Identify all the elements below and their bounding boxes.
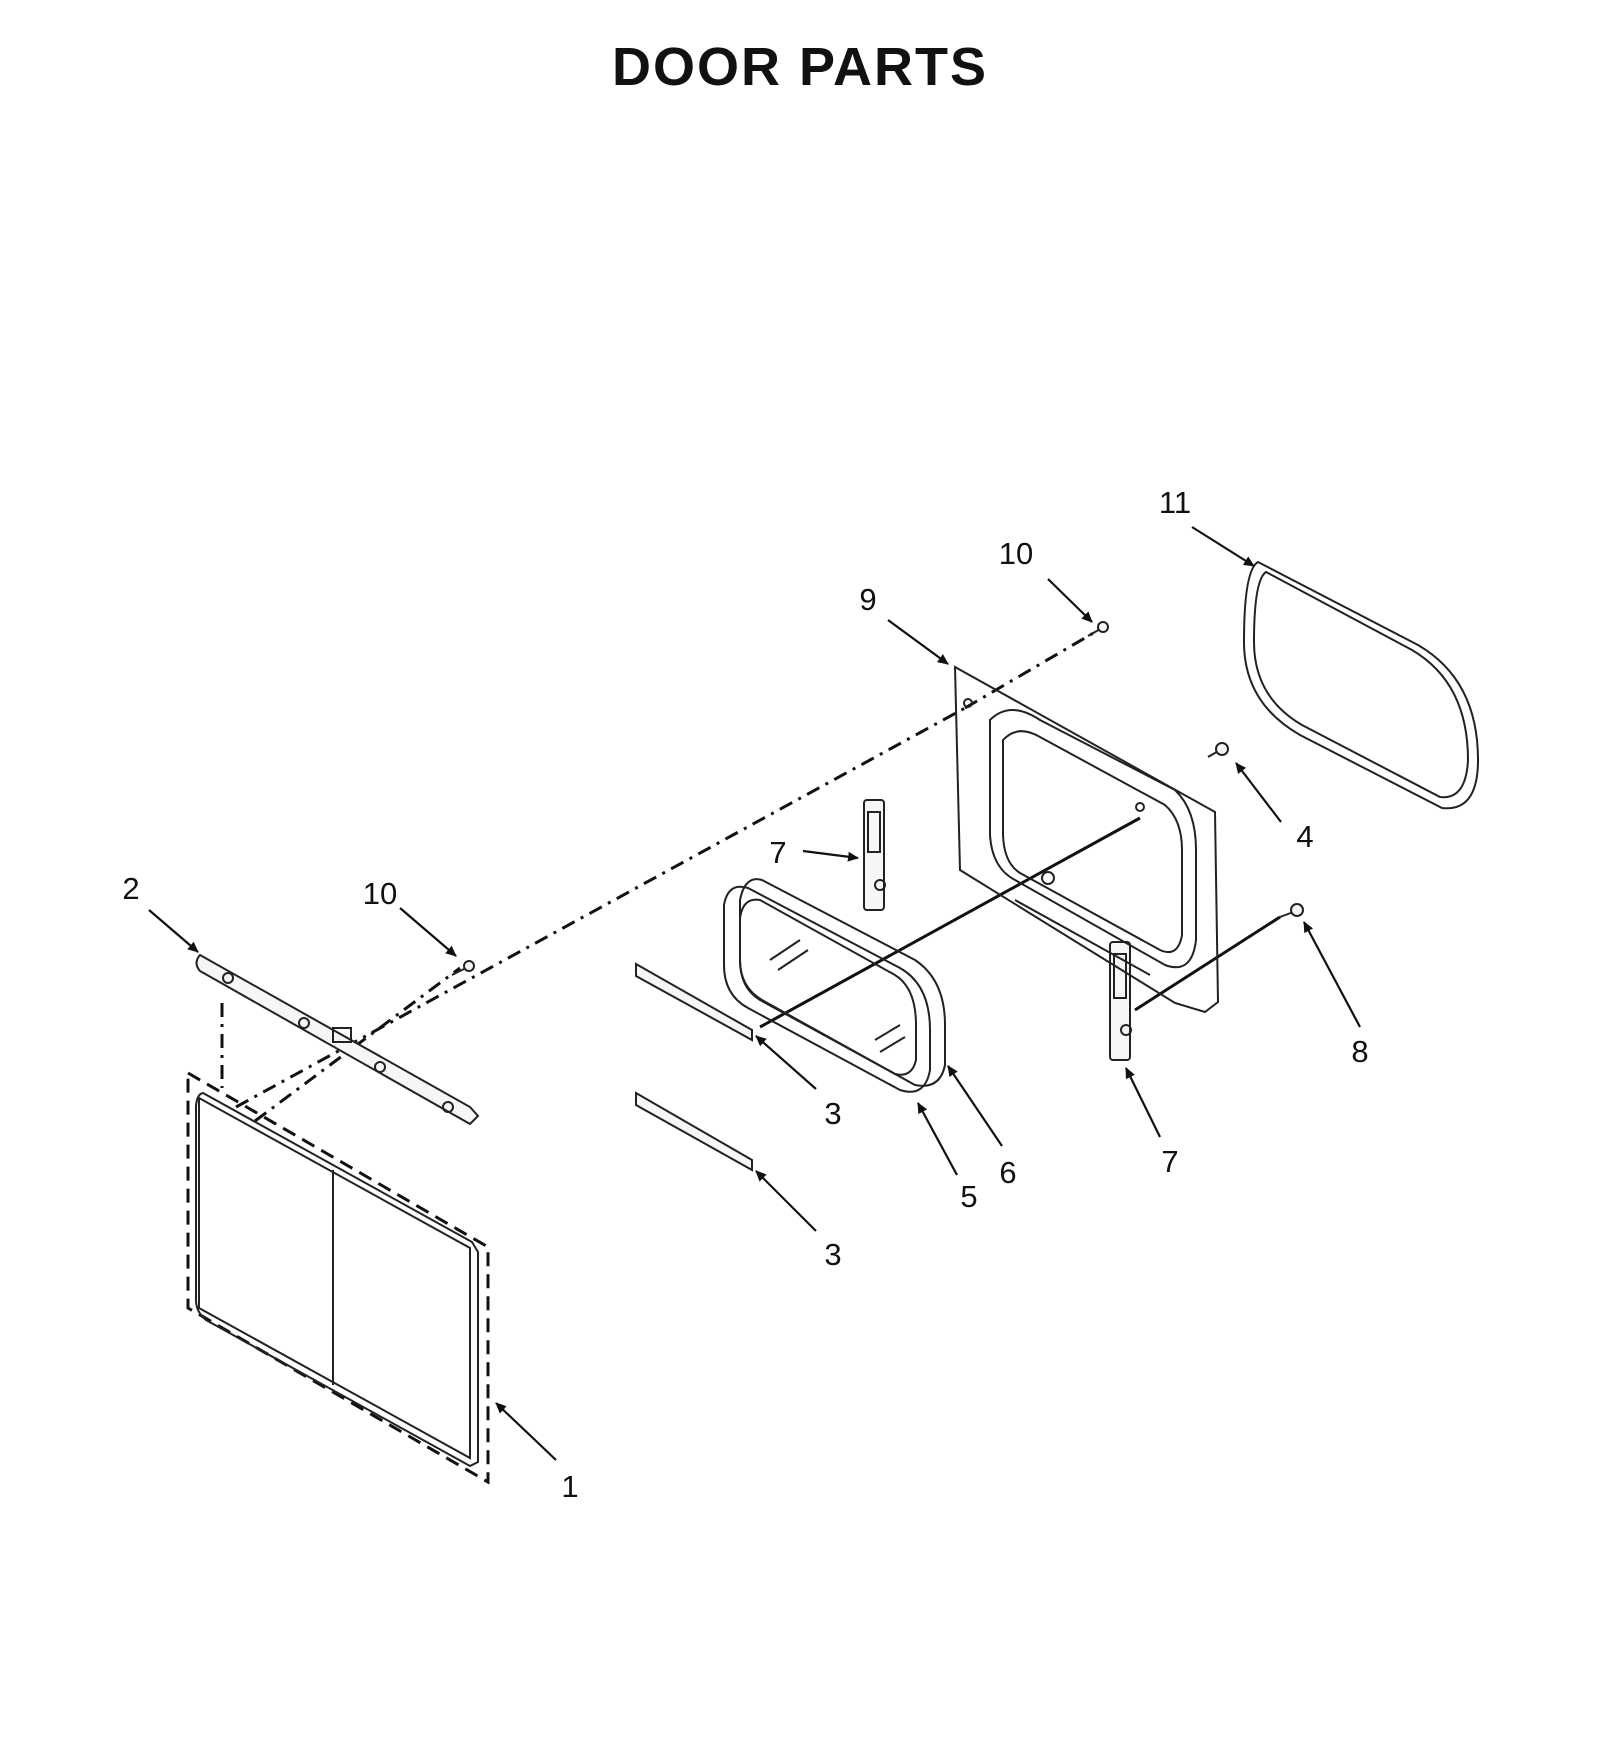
page-title: DOOR PARTS — [611, 37, 988, 97]
callout-4: 4 — [1296, 819, 1313, 854]
callout-9: 9 — [859, 582, 876, 617]
callout-3-lower: 3 — [824, 1237, 841, 1272]
callout-1: 1 — [561, 1469, 578, 1504]
screw-left — [451, 960, 475, 976]
callout-labels: 2 10 9 10 11 4 8 7 7 6 5 3 3 1 — [122, 485, 1368, 1504]
leader-arrows — [148, 526, 1361, 1461]
door-seal — [1242, 560, 1480, 810]
callout-5: 5 — [960, 1179, 977, 1214]
callout-10-top: 10 — [999, 536, 1033, 571]
door-stop — [1279, 903, 1304, 918]
callout-2: 2 — [122, 871, 139, 906]
callout-7-lower: 7 — [1161, 1144, 1178, 1179]
glass-retainer-lower — [635, 1091, 753, 1172]
glass-retainer-upper — [635, 962, 753, 1042]
inner-door-frame — [953, 665, 1220, 1014]
callout-7-upper: 7 — [769, 835, 786, 870]
door-catch — [1207, 742, 1229, 758]
screw-top — [1087, 621, 1109, 637]
door-trim-bar — [195, 953, 480, 1126]
callout-8: 8 — [1351, 1034, 1368, 1069]
callout-3-upper: 3 — [824, 1096, 841, 1131]
callout-10-left: 10 — [363, 876, 397, 911]
outer-door-panel — [186, 1070, 490, 1485]
hinge-upper — [863, 799, 886, 911]
door-glass-assembly — [723, 878, 946, 1093]
callout-11: 11 — [1159, 485, 1191, 520]
callout-6: 6 — [999, 1155, 1016, 1190]
